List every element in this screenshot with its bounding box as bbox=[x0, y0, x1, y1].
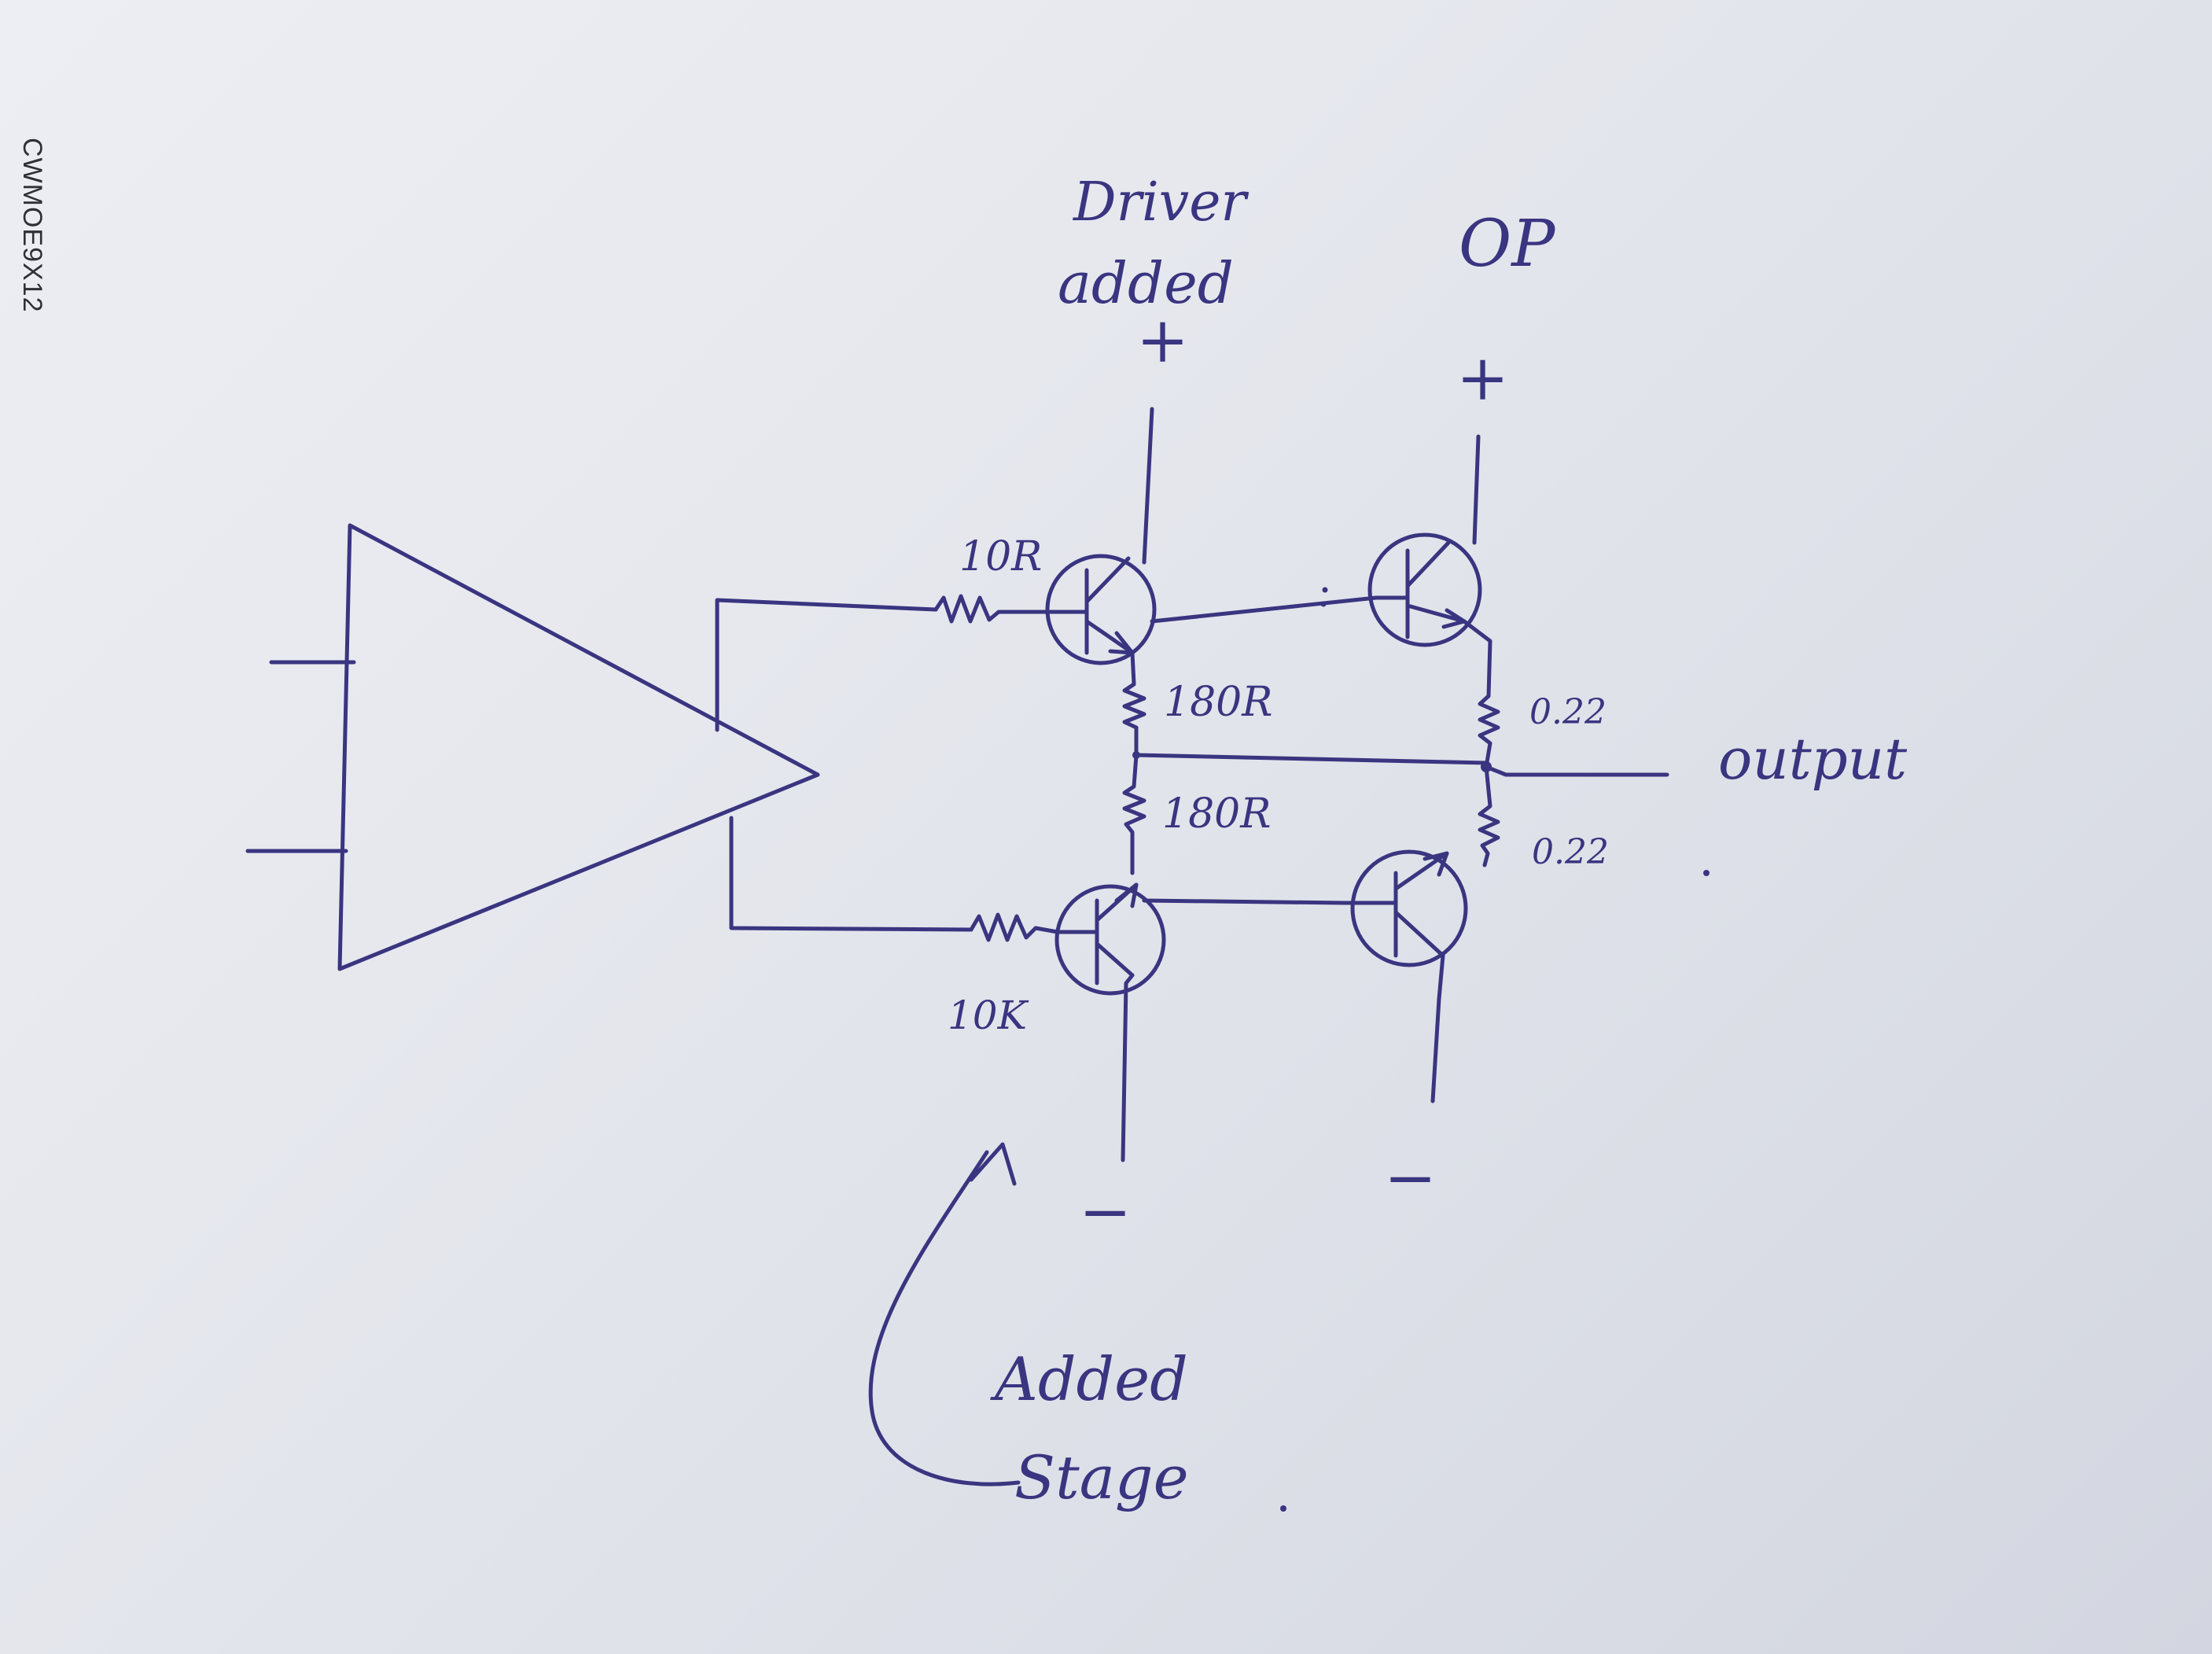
output-transistor-bottom bbox=[1342, 849, 1468, 967]
label-10k: 10K bbox=[948, 993, 1029, 1038]
added-stage-line1: Added bbox=[990, 1344, 1188, 1414]
opamp-triangle bbox=[245, 523, 820, 971]
ink-dot-2 bbox=[1320, 601, 1327, 607]
junction-dot-driver bbox=[1132, 751, 1140, 759]
driver-transistor-top bbox=[1043, 554, 1157, 665]
base-resistor-top bbox=[933, 594, 1048, 624]
output-transistor-top bbox=[1367, 532, 1482, 647]
ink-dot-1 bbox=[1322, 587, 1328, 593]
added-stage-arrow bbox=[868, 1142, 1021, 1486]
added-stage-line2: Stage bbox=[1014, 1442, 1189, 1512]
output-emitter-resistor-top bbox=[1478, 694, 1500, 769]
driver-label-line2: added bbox=[1058, 250, 1234, 316]
minus-driver: − bbox=[1079, 1175, 1132, 1248]
mid-link-wire bbox=[1134, 753, 1489, 765]
label-022-top: 0.22 bbox=[1529, 692, 1607, 732]
driver-to-output-wires bbox=[1142, 595, 1378, 905]
output-label: output bbox=[1718, 726, 1908, 792]
output-emitter-resistor-bottom bbox=[1478, 764, 1500, 868]
label-10r: 10R bbox=[959, 533, 1042, 580]
driver-label-line1: Driver bbox=[1072, 171, 1249, 234]
op-label: OP bbox=[1459, 207, 1556, 282]
ink-dot-4 bbox=[1280, 1505, 1286, 1512]
driver-transistor-bottom bbox=[1054, 882, 1166, 996]
minus-op: − bbox=[1384, 1141, 1437, 1214]
label-180r-bottom: 180R bbox=[1162, 790, 1271, 838]
driver-rail-wires bbox=[1121, 407, 1154, 1162]
driver-emitter-resistor-bottom bbox=[1122, 753, 1146, 875]
label-022-bottom: 0.22 bbox=[1532, 832, 1609, 872]
output-rail-wires bbox=[1430, 434, 1492, 1103]
base-resistor-bottom bbox=[969, 912, 1060, 942]
output-wire bbox=[1484, 764, 1669, 777]
opamp-output-wires bbox=[715, 598, 974, 932]
plus-driver: + bbox=[1136, 304, 1189, 377]
driver-emitter-resistor-top bbox=[1122, 682, 1146, 757]
ink-dot-3 bbox=[1703, 870, 1710, 876]
label-180r-top: 180R bbox=[1164, 679, 1272, 726]
plus-op: + bbox=[1456, 341, 1509, 414]
document-code: CWMOE9X12 bbox=[17, 138, 47, 313]
